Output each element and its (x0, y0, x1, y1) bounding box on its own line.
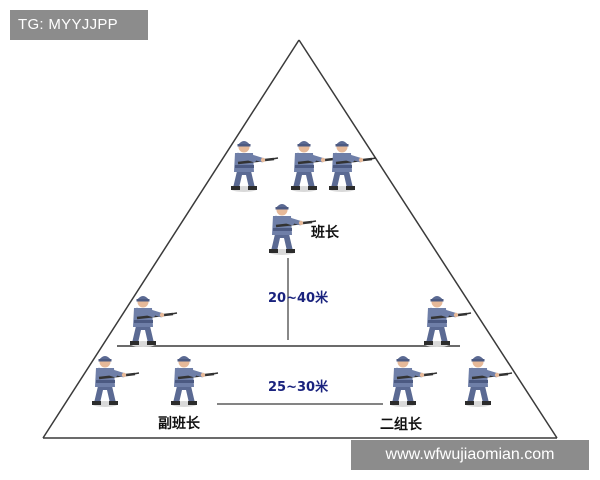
soldier-top-2 (291, 141, 338, 192)
watermark-bottom: www.wfwujiaomian.com (351, 440, 589, 470)
soldier-middle-right (424, 296, 471, 347)
soldier-top-1 (231, 141, 278, 192)
soldier-group2-leader (390, 356, 437, 407)
watermark-top: TG: MYYJJPP (10, 10, 148, 40)
triangle-left-edge (42, 39, 300, 439)
soldier-deputy-leader (171, 356, 218, 407)
soldier-squad-leader (269, 204, 316, 255)
triangle-right-edge (298, 39, 558, 439)
squad-leader-label: 班长 (311, 225, 339, 241)
deputy-leader-label: 副班长 (158, 416, 200, 432)
lower-distance-label: 25~30米 (268, 380, 329, 395)
soldier-bottom-1 (92, 356, 139, 407)
soldier-middle-left (130, 296, 177, 347)
group2-leader-label: 二组长 (380, 417, 422, 433)
upper-distance-label: 20~40米 (268, 291, 329, 306)
soldier-bottom-4 (465, 356, 512, 407)
